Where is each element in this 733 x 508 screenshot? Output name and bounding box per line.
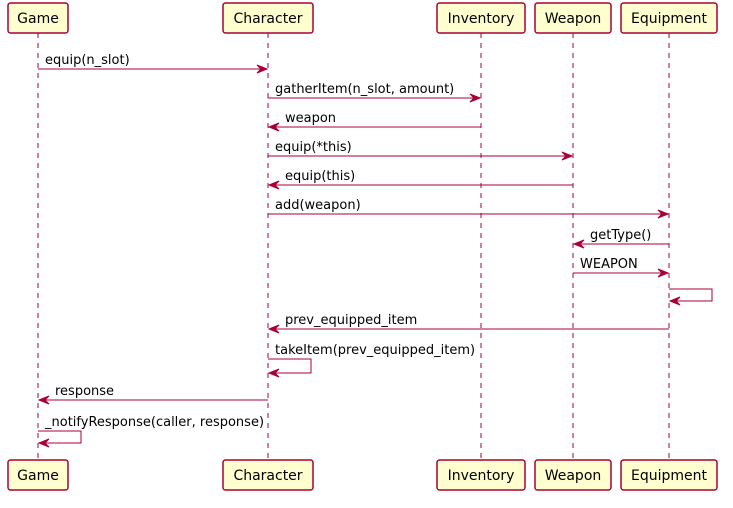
message-6: add(weapon) [268,198,670,219]
message-label: WEAPON [580,257,638,272]
arrow-head [469,93,482,103]
participant-box [222,2,314,34]
participant-equipment-top: Equipment [620,2,718,34]
arrow-head [256,64,269,74]
participant-character-bottom: Character [222,459,314,491]
message-label: gatherItem(n_slot, amount) [275,82,454,97]
participant-name: Equipment [631,11,708,27]
arrow-head [267,180,280,190]
participant-inventory-top: Inventory [436,2,526,34]
message-label: prev_equipped_item [285,313,417,328]
arrow-head [37,395,50,405]
participant-name: Equipment [631,468,708,484]
participant-box [436,2,526,34]
participant-inventory-bottom: Inventory [436,459,526,491]
arrow-head [267,368,280,378]
message-9 [668,288,713,306]
participant-box [534,2,612,34]
participant-name: Weapon [545,11,602,27]
participant-name: Inventory [448,468,515,484]
message-label: takeItem(prev_equipped_item) [275,343,475,358]
participant-weapon-bottom: Weapon [534,459,612,491]
arrow-head [572,239,585,249]
arrow-head [267,324,280,334]
message-label: weapon [285,111,336,126]
participant-name: Character [233,468,302,484]
participant-name: Game [17,11,59,27]
message-8: WEAPON [573,257,670,278]
message-3: weapon [267,111,481,132]
message-13: _notifyResponse(caller, response) [37,415,264,448]
participant-name: Character [233,11,302,27]
message-label: _notifyResponse(caller, response) [44,415,264,430]
message-label: equip(this) [285,169,355,184]
participant-equipment-bottom: Equipment [620,459,718,491]
message-label: add(weapon) [275,198,361,213]
participant-box [534,459,612,491]
message-11: takeItem(prev_equipped_item) [267,343,475,378]
participant-weapon-top: Weapon [534,2,612,34]
participant-box [436,459,526,491]
participant-character-top: Character [222,2,314,34]
message-label: getType() [590,228,651,243]
participant-box [620,2,718,34]
participant-box [7,459,69,491]
participant-name: Inventory [448,11,515,27]
message-2: gatherItem(n_slot, amount) [268,82,482,103]
arrow-head [668,296,681,306]
lifelines [37,33,670,460]
participant-box [7,2,69,34]
message-12: response [37,384,268,405]
message-label: equip(n_slot) [45,53,130,68]
participant-game-top: Game [7,2,69,34]
participant-game-bottom: Game [7,459,69,491]
messages: equip(n_slot) gatherItem(n_slot, amount) w… [37,53,713,448]
self-message-line [669,288,713,302]
message-7: getType() [572,228,669,249]
message-label: equip(*this) [275,140,352,155]
participant-name: Weapon [545,468,602,484]
arrow-head [267,122,280,132]
arrow-head [657,209,670,219]
participant-name: Game [17,468,59,484]
message-label: response [55,384,114,399]
arrow-head [657,268,670,278]
participant-boxes: GameGameCharacterCharacterInventoryInven… [7,2,718,491]
arrow-head [37,438,50,448]
message-4: equip(*this) [268,140,574,161]
participant-box [620,459,718,491]
message-10: prev_equipped_item [267,313,669,334]
self-message-line [268,358,312,374]
self-message-line [38,430,82,444]
participant-box [222,459,314,491]
arrow-head [561,151,574,161]
message-1: equip(n_slot) [38,53,269,74]
message-5: equip(this) [267,169,573,190]
